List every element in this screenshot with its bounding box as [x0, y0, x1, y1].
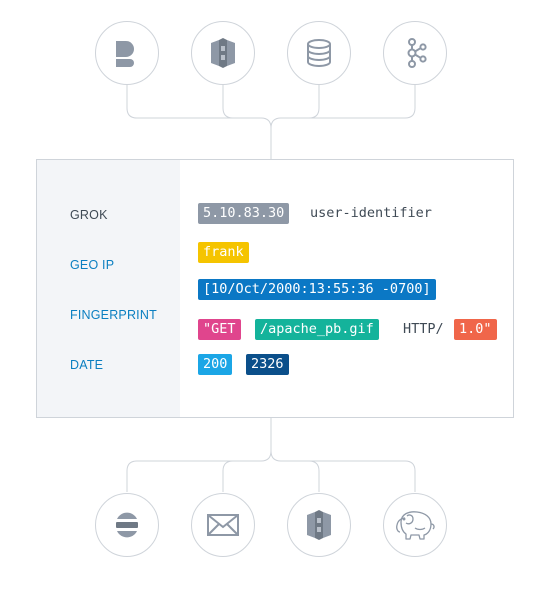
token-method: "GET [198, 319, 241, 340]
token-bytes: 2326 [246, 354, 289, 375]
token-timestamp: [10/Oct/2000:13:55:36 -0700] [198, 279, 436, 300]
token-protocol: HTTP/ [403, 321, 444, 337]
label-geo-ip: GEO IP [70, 258, 115, 272]
elasticsearch-output [95, 493, 159, 557]
beats-icon [116, 41, 134, 67]
token-user-identifier: user-identifier [310, 205, 432, 221]
token-user: frank [198, 242, 249, 263]
beats-input [95, 21, 159, 85]
database-input [287, 21, 351, 85]
amazon-s3-output [287, 493, 351, 557]
label-fingerprint: FINGERPRINT [70, 308, 157, 322]
amazon-s3-input [191, 21, 255, 85]
amazon-s3-icon [307, 510, 331, 540]
database-icon [307, 39, 331, 68]
elasticsearch-icon [116, 512, 138, 538]
kafka-input [383, 21, 447, 85]
filters-column [37, 160, 180, 417]
token-version: 1.0" [454, 319, 497, 340]
email-output [191, 493, 255, 557]
label-grok: GROK [70, 208, 108, 222]
hadoop-elephant-icon [396, 511, 435, 540]
hadoop-output [383, 493, 447, 557]
pipeline-panel: GROK GEO IP FINGERPRINT DATE 5.10.83.30 … [36, 159, 514, 418]
token-status: 200 [198, 354, 233, 375]
amazon-s3-icon [211, 38, 235, 68]
token-ip: 5.10.83.30 [198, 203, 290, 224]
label-date: DATE [70, 358, 104, 372]
email-icon [207, 514, 239, 536]
token-path: /apache_pb.gif [255, 319, 379, 340]
kafka-icon [407, 38, 427, 68]
